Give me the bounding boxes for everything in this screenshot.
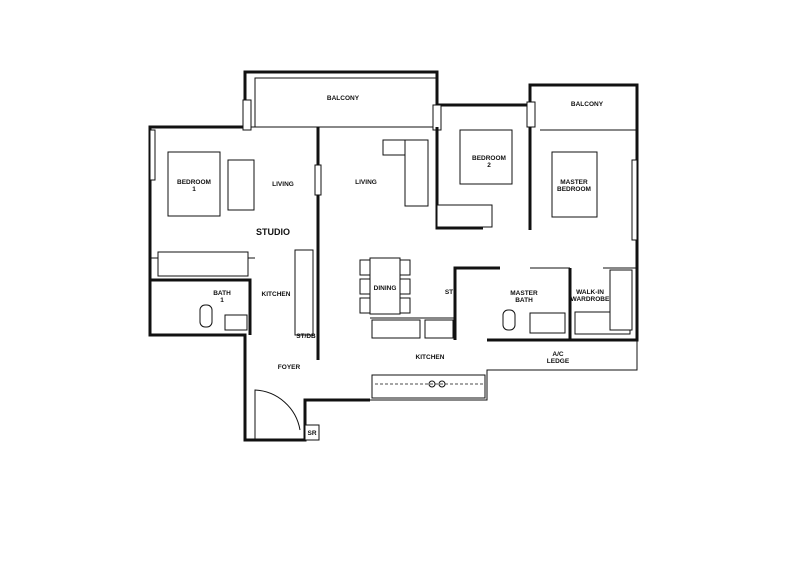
label-dining: DINING (374, 285, 397, 292)
master-bed (551, 151, 598, 218)
label-balcony-main: BALCONY (327, 95, 360, 102)
label-bath1-num: 1 (220, 297, 224, 304)
entrance-door (254, 389, 301, 440)
toilet-bath1 (199, 304, 213, 328)
label-bedroom2: BEDROOM (472, 155, 506, 162)
label-ledge: LEDGE (547, 358, 570, 365)
label-balcony-master: BALCONY (571, 101, 604, 108)
wardrobe-2 (436, 204, 493, 228)
furniture (157, 129, 633, 441)
label-ac: A/C (552, 351, 564, 358)
dining-table (369, 257, 401, 315)
basin-bath1 (224, 314, 248, 331)
bed-2 (459, 129, 513, 185)
label-bedroom2-num: 2 (487, 162, 491, 169)
toilet-master (502, 309, 516, 331)
bathtub (529, 312, 566, 334)
label-walk-in: WALK-IN (576, 289, 604, 296)
label-bedroom1: BEDROOM (177, 179, 211, 186)
label-living-studio: LIVING (272, 181, 294, 188)
label-studio: STUDIO (256, 227, 290, 237)
label-bath1: BATH (213, 290, 231, 297)
sofa-studio (227, 159, 255, 211)
label-bedroom1-num: 1 (192, 186, 196, 193)
label-master-bath: MASTER (510, 290, 538, 297)
label-master-bedroom-2: BEDROOM (557, 186, 591, 193)
bed-1 (167, 151, 221, 217)
label-kitchen-main: KITCHEN (416, 354, 445, 361)
label-store: ST (445, 289, 453, 296)
label-living-main: LIVING (355, 179, 377, 186)
label-wardrobe: WARDROBE (571, 296, 610, 303)
label-store-db: ST/DB (296, 333, 316, 340)
wardrobe-1 (157, 251, 249, 277)
kitchen-counter (371, 374, 486, 399)
room-labels: BALCONY BALCONY BEDROOM 1 LIVING LIVING … (177, 95, 610, 437)
label-foyer: FOYER (278, 364, 301, 371)
label-kitchen-studio: KITCHEN (262, 291, 291, 298)
outer-walls (148, 70, 639, 442)
label-master-bedroom: MASTER (560, 179, 588, 186)
label-master-bath-2: BATH (515, 297, 533, 304)
studio-kitchen-counter (294, 249, 314, 336)
label-service-room: SR (307, 430, 316, 437)
